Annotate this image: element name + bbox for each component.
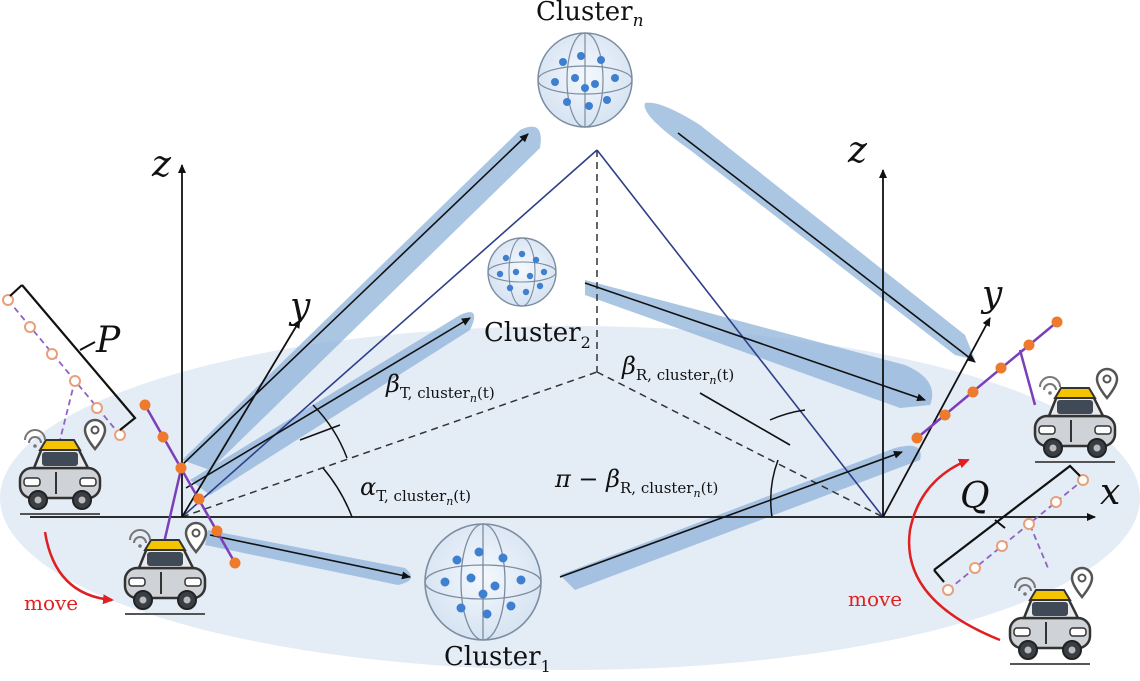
rx-y-axis-label: y [980, 274, 1003, 315]
cluster-2-globe [487, 237, 557, 307]
beta-t-label: βT, clustern(t) [385, 370, 495, 405]
ground-plane [0, 326, 1140, 670]
tx-antenna-array [139, 399, 241, 569]
geometry-solid-lines [181, 149, 884, 518]
tx-move-label: move [24, 591, 78, 615]
wifi-icon [1039, 376, 1061, 396]
location-pin-icon [1095, 367, 1119, 400]
rx-move-arrow [907, 458, 1001, 642]
beta-r-label: βR, clustern(t) [621, 352, 734, 387]
cluster-1-globe [424, 523, 542, 641]
rx-move-label: move [848, 587, 902, 611]
rx-previous-array: Q [933, 464, 1089, 596]
cluster-n-label: Clustern [536, 0, 644, 31]
tx-z-axis-label: z [151, 144, 172, 185]
pi-minus-beta-r-label: π − βR, clustern(t) [554, 465, 718, 500]
geometry-dashed-lines [181, 150, 884, 518]
rx-z-axis-label: z [847, 130, 868, 171]
alpha-t-label: αT, clustern(t) [360, 473, 471, 508]
location-pin-icon [1070, 566, 1094, 599]
cluster-n-globe [537, 32, 633, 128]
tx-axes [178, 164, 301, 518]
tx-previous-array: P [2, 284, 137, 461]
cluster-1-label: Cluster1 [444, 642, 551, 676]
tx-move-arrow [43, 531, 114, 605]
x-axis-label: x [1100, 472, 1120, 513]
tx-y-axis-label: y [288, 286, 311, 327]
tx-array-label: P [95, 320, 121, 361]
rx-array-label: Q [960, 476, 990, 517]
cluster-2-label: Cluster2 [484, 318, 591, 352]
angle-arcs [312, 404, 806, 518]
propagation-arrows [181, 132, 976, 580]
rx-antenna-array [911, 316, 1063, 444]
